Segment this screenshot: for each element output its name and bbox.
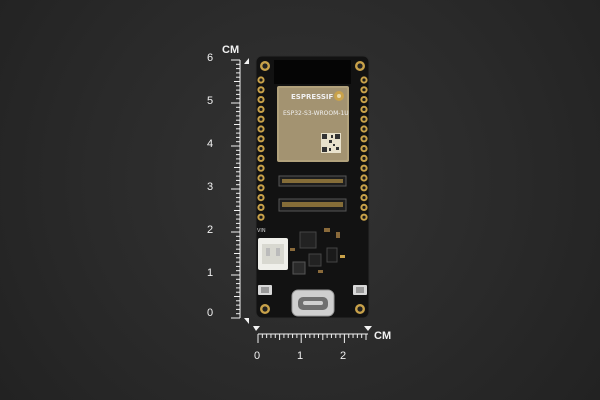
horizontal-ruler-tick-0: 0 xyxy=(254,350,261,362)
pin-hole xyxy=(362,166,366,170)
vertical-ruler-bottom-arrow xyxy=(244,318,249,324)
chip-3 xyxy=(326,247,338,263)
pin-hole xyxy=(259,137,263,141)
pin-hole xyxy=(362,107,366,111)
pin-hole xyxy=(259,176,263,180)
vertical-ruler-tick-1: 1 xyxy=(207,267,214,279)
pin-hole xyxy=(362,176,366,180)
connector-label: VIN xyxy=(257,228,266,234)
pin-hole xyxy=(362,205,366,209)
pin-hole xyxy=(362,78,366,82)
vertical-ruler-top-arrow xyxy=(244,58,249,64)
pin-hole xyxy=(259,205,263,209)
pin-hole xyxy=(362,215,366,219)
antenna-area xyxy=(274,60,351,84)
pin-hole xyxy=(259,186,263,190)
module-model: ESP32-S3-WROOM-1U xyxy=(283,110,349,117)
vertical-ruler-tick-2: 2 xyxy=(207,224,214,236)
pin-hole xyxy=(259,215,263,219)
pin-hole xyxy=(259,196,263,200)
horizontal-ruler-tick-1: 1 xyxy=(297,350,304,362)
pin-hole xyxy=(362,137,366,141)
pin-hole xyxy=(362,117,366,121)
pin-hole xyxy=(259,107,263,111)
chip-2 xyxy=(308,253,322,267)
pin-hole xyxy=(362,88,366,92)
pin-hole xyxy=(259,166,263,170)
pin-hole xyxy=(362,196,366,200)
pin-hole xyxy=(259,98,263,102)
inductor xyxy=(292,261,306,275)
horizontal-ruler-left-arrow xyxy=(253,326,260,331)
pin-hole xyxy=(362,147,366,151)
pin-hole xyxy=(259,127,263,131)
vertical-ruler-tick-4: 4 xyxy=(207,138,214,150)
vertical-ruler-tick-6: 6 xyxy=(207,52,214,64)
vertical-ruler-tick-5: 5 xyxy=(207,95,214,107)
pin-hole xyxy=(362,156,366,160)
vertical-ruler-tick-3: 3 xyxy=(207,181,214,193)
horizontal-ruler-tick-2: 2 xyxy=(340,350,347,362)
vertical-ruler-unit: CM xyxy=(222,44,240,56)
pin-hole xyxy=(259,147,263,151)
pin-hole xyxy=(362,98,366,102)
pin-hole xyxy=(259,78,263,82)
pin-hole xyxy=(259,156,263,160)
pin-hole xyxy=(362,127,366,131)
pin-hole xyxy=(259,117,263,121)
horizontal-ruler-unit: CM xyxy=(374,330,392,342)
chip-1 xyxy=(299,231,317,249)
horizontal-ruler-right-arrow xyxy=(364,326,372,331)
pin-hole xyxy=(259,88,263,92)
pin-hole xyxy=(362,186,366,190)
vertical-ruler-tick-0: 0 xyxy=(207,307,214,319)
module-brand: ESPRESSIF xyxy=(291,93,334,101)
